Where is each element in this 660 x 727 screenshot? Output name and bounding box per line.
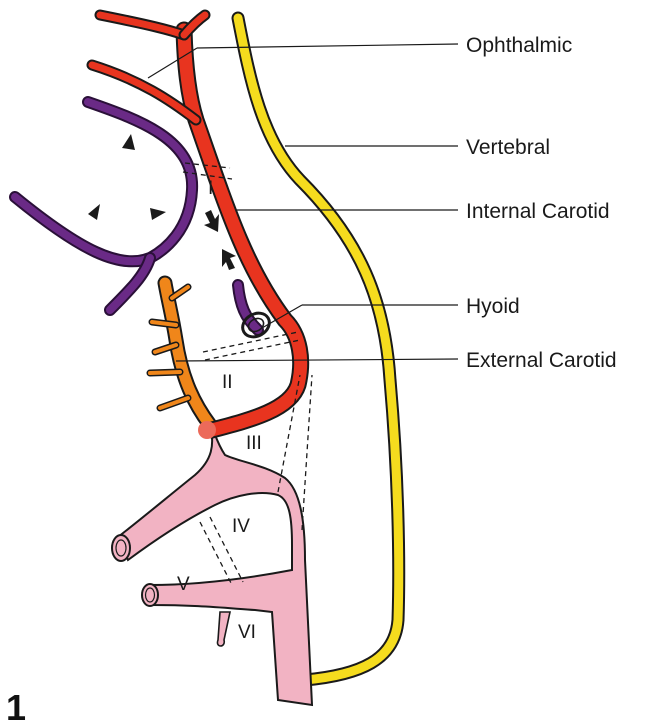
segment-label-vi: VI	[238, 622, 256, 643]
label-hyoid: Hyoid	[466, 295, 520, 318]
internal-carotid-artery	[92, 15, 301, 430]
segment-label-iv: IV	[232, 516, 250, 537]
label-ophthalmic: Ophthalmic	[466, 34, 572, 57]
vessel-opening-upper	[112, 535, 130, 561]
label-internal-carotid: Internal Carotid	[466, 200, 610, 223]
label-vertebral: Vertebral	[466, 136, 550, 159]
bifurcation-blend	[198, 421, 216, 439]
segment-label-v: V	[177, 574, 190, 595]
segment-label-ii: II	[222, 372, 233, 393]
arrowhead-icon	[88, 134, 166, 220]
figure-number: 1	[6, 687, 26, 727]
label-external-carotid: External Carotid	[466, 349, 617, 372]
segment-label-iii: III	[246, 433, 262, 454]
vessel-opening-lower	[142, 584, 158, 606]
external-carotid-artery	[150, 283, 210, 425]
aortic-arch-system	[112, 425, 312, 705]
segment-label-i: I	[208, 178, 213, 199]
